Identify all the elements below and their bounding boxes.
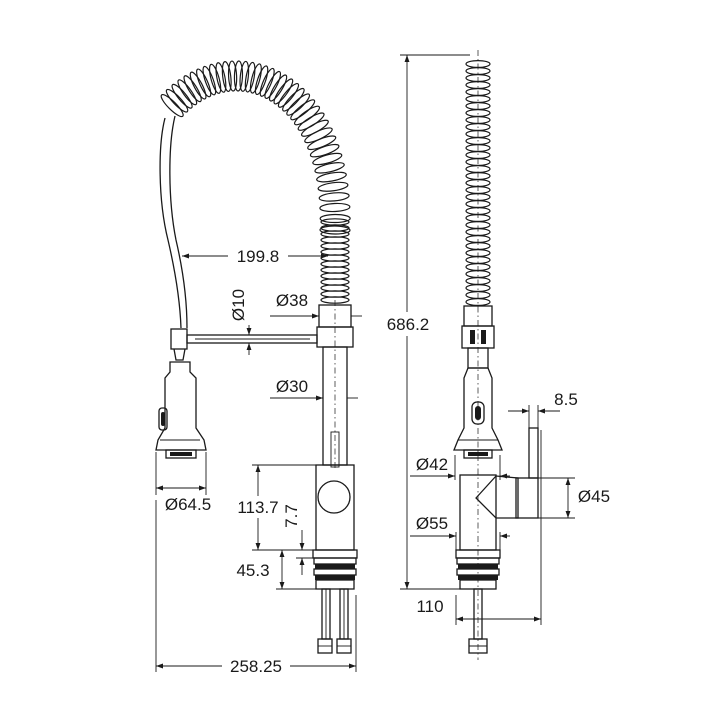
- coil-loop: [254, 65, 269, 96]
- coil-loop: [286, 93, 311, 116]
- front-spout-spring: [320, 218, 350, 304]
- coil-loop: [319, 225, 351, 235]
- coil-loop: [297, 112, 325, 131]
- coil-loop: [318, 192, 350, 202]
- coil-loop: [244, 61, 256, 93]
- coil-loop: [319, 202, 351, 213]
- coil-loop: [268, 74, 288, 102]
- coil-loop: [465, 284, 491, 293]
- front-spout: [316, 300, 354, 470]
- dim-overall-height: 686.2: [387, 315, 430, 334]
- side-spray-head: [453, 367, 503, 459]
- coil-loop: [189, 71, 207, 100]
- front-spring-coil: [160, 60, 351, 235]
- front-supply-hoses: [317, 588, 352, 654]
- side-tap-body: [455, 427, 539, 654]
- coil-loop: [249, 63, 262, 94]
- dim-collar-diameter: Ø42: [416, 455, 448, 474]
- coil-loop: [277, 82, 300, 108]
- front-view: 199.8 Ø10 Ø38 Ø30 Ø64.5 113.7: [155, 60, 362, 676]
- dim-base-diameter: Ø55: [416, 514, 448, 533]
- coil-loop: [290, 99, 316, 121]
- coil-loop: [259, 67, 275, 97]
- front-dimensions: 199.8 Ø10 Ø38 Ø30 Ø64.5 113.7: [155, 244, 362, 676]
- dim-lever-width: 8.5: [554, 390, 578, 409]
- coil-loop: [202, 65, 217, 96]
- coil-loop: [196, 68, 212, 98]
- coil-loop: [177, 79, 198, 106]
- front-spray-head: [155, 361, 207, 459]
- dim-side-depth: 110: [416, 597, 443, 616]
- coil-loop: [160, 94, 184, 118]
- coil-loop: [316, 171, 347, 183]
- coil-loop: [165, 88, 189, 113]
- coil-loop: [171, 83, 193, 109]
- side-dimensions: 686.2 8.5 Ø42 Ø45 Ø55: [378, 54, 610, 625]
- dim-spout-diameter: Ø30: [276, 377, 308, 396]
- coil-loop: [227, 60, 238, 92]
- coil-loop: [273, 78, 294, 105]
- dim-spout-top-diameter: Ø38: [276, 291, 308, 310]
- coil-loop: [309, 143, 340, 158]
- coil-loop: [183, 75, 202, 103]
- coil-loop: [282, 87, 305, 112]
- front-hose: [159, 115, 188, 329]
- coil-loop: [233, 60, 244, 92]
- side-spout: [461, 50, 495, 660]
- dim-base-gap: 7.7: [282, 504, 301, 528]
- coil-loop: [293, 105, 321, 126]
- coil-loop: [264, 70, 282, 100]
- coil-loop: [239, 60, 250, 92]
- front-hose-clip: [170, 328, 318, 361]
- coil-loop: [215, 62, 227, 93]
- side-view: 686.2 8.5 Ø42 Ø45 Ø55: [378, 50, 610, 660]
- coil-loop: [221, 61, 232, 93]
- coil-loop: [319, 213, 351, 224]
- dim-base-height: 45.3: [236, 561, 269, 580]
- front-tap-body: [312, 464, 358, 590]
- coil-loop: [312, 152, 343, 166]
- coil-loop: [317, 181, 349, 192]
- coil-loop: [465, 165, 491, 174]
- dim-overall-width: 258.25: [230, 657, 282, 676]
- dim-body-diameter: Ø45: [578, 487, 610, 506]
- dim-hose-reach: 199.8: [237, 247, 280, 266]
- dim-body-height: 113.7: [237, 498, 278, 517]
- coil-loop: [208, 63, 222, 94]
- dim-hose-diameter: Ø10: [229, 289, 248, 321]
- coil-loop: [465, 94, 491, 103]
- dim-spray-head-diameter: Ø64.5: [165, 495, 211, 514]
- coil-loop: [314, 162, 345, 174]
